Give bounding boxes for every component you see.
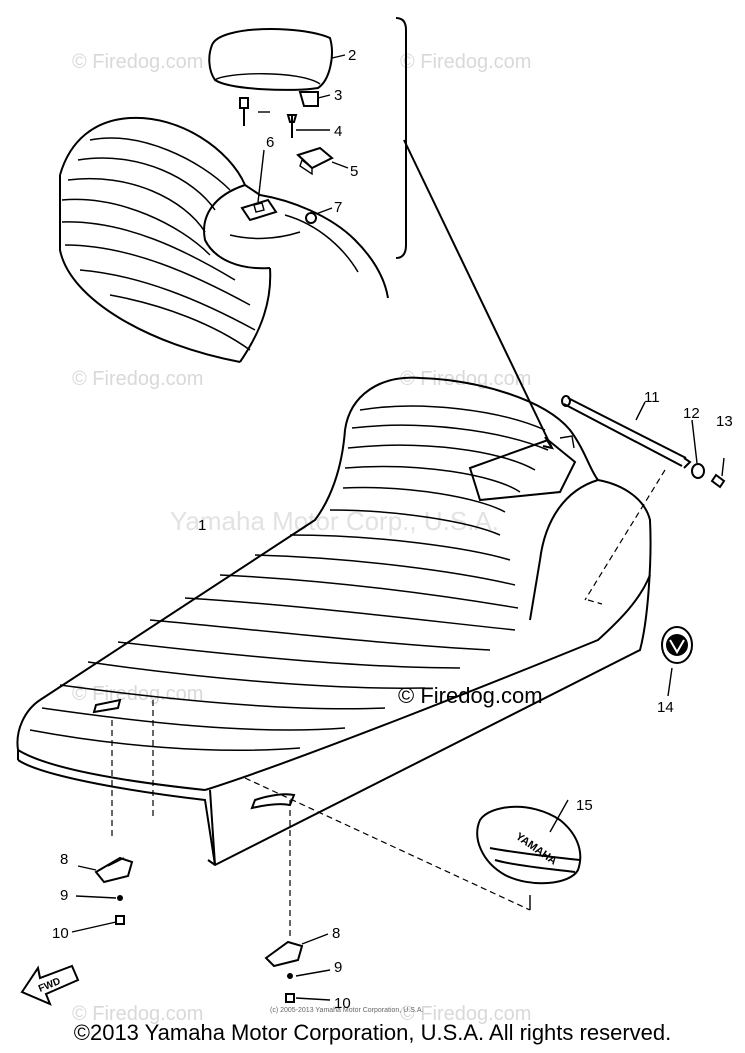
callout: 15 [576,797,593,814]
watermark: © Firedog.com [400,368,531,390]
callout: 9 [334,959,342,976]
leaders-top [257,54,349,215]
main-seat [16,376,666,940]
callout: 4 [334,123,342,140]
watermark: © Firedog.com [400,1003,531,1025]
watermark-dark: © Firedog.com [398,683,543,708]
inset-leader-line [403,139,553,449]
fwd-arrow-icon: FWD [20,964,80,1006]
part-12-washer [691,463,705,479]
callout: 1 [198,517,206,534]
callout: 12 [683,405,700,422]
watermark: © Firedog.com [72,51,203,73]
callout: 6 [266,134,274,151]
callout: 10 [52,925,69,942]
callout-numbers: 1 2 3 4 5 6 7 8 8 9 9 10 10 11 12 13 14 … [52,47,733,1012]
part-4-pin [286,114,298,138]
part-3-screw [239,91,319,126]
part-8-bracket [77,856,134,884]
part-9-washer [117,895,123,901]
inset-bracket [395,17,407,259]
bag-logo-text: YAMAHA [513,831,559,868]
watermark: © Firedog.com [72,683,203,705]
part-15-tool-bag: YAMAHA [476,799,582,885]
callout: 2 [348,47,356,64]
callout: 13 [716,413,733,430]
callout: 3 [334,87,342,104]
part-5-latch [296,146,334,170]
part-8-bracket [264,933,329,968]
small-notice: (c) 2005-2013 Yamaha Motor Corporation, … [270,1007,423,1014]
inset-seat-section [59,116,389,363]
watermark: © Firedog.com [400,51,531,73]
callout: 7 [334,199,342,216]
watermark-maker: Yamaha Motor Corp., U.S.A. [170,506,499,536]
part-10-bolt [115,915,125,925]
callout: 8 [332,925,340,942]
watermark: © Firedog.com [72,368,203,390]
part-2-cushion [208,28,333,91]
watermark: © Firedog.com [72,1003,203,1025]
callout: 14 [657,699,674,716]
callout: 8 [60,851,68,868]
callout: 10 [334,995,351,1012]
part-11-rod [561,395,692,469]
part-10-bolt [285,993,295,1003]
part-9-washer [287,973,293,979]
watermark-layer: © Firedog.com © Firedog.com © Firedog.co… [72,51,531,1025]
callout: 5 [350,163,358,180]
part-14-emblem [661,626,693,664]
callout: 9 [60,887,68,904]
copyright-notice: ©2013 Yamaha Motor Corporation, U.S.A. A… [73,1020,672,1045]
part-13-bolt [710,473,726,489]
callout: 11 [644,389,660,406]
